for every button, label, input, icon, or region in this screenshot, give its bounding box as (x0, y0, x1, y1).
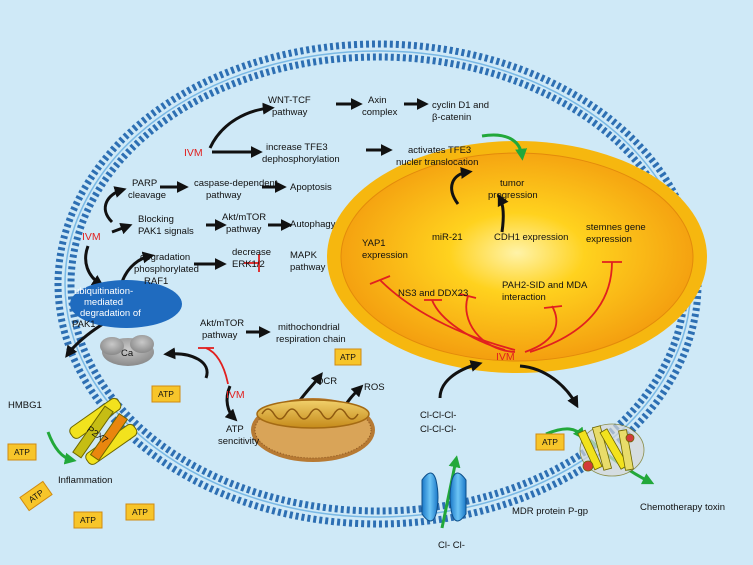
autophagy-label: Autophagy (290, 219, 336, 230)
atp-box-4 (19, 480, 53, 512)
ivm-nucleus-label: IVM (496, 351, 515, 363)
inflammation-label: Inflammation (58, 475, 112, 486)
ros-label: ROS (364, 382, 385, 393)
atp-label-5: ATP (80, 515, 96, 525)
atp-label-7: ATP (542, 437, 558, 447)
ivm-top-label: IVM (184, 147, 203, 159)
atp-box-2 (151, 385, 181, 403)
cl-bottom-label: Cl- Cl- (438, 540, 465, 551)
mir21-label: miR-21 (432, 232, 463, 243)
cl-group-label: Cl-Cl-Cl-Cl-Cl-Cl- (420, 410, 456, 435)
ns3-label: NS3 and DDX23 (398, 288, 468, 299)
cdh1-label: CDH1 expression (494, 232, 568, 243)
hmbg1-label: HMBG1 (8, 400, 42, 411)
atp-label-6: ATP (132, 507, 148, 517)
atp-box-6 (125, 503, 155, 521)
atp-box-7 (535, 433, 565, 451)
chloride-channel (421, 472, 467, 522)
ocr-label: OCR (316, 376, 337, 387)
atp-label-2: ATP (158, 389, 174, 399)
ca-label: Ca (121, 348, 134, 359)
atp-box-1 (334, 348, 362, 366)
apoptosis-label: Apoptosis (290, 182, 332, 193)
mdr-label: MDR protein P-gp (512, 506, 588, 517)
atp-box-3 (7, 443, 37, 461)
atp-label-3: ATP (14, 447, 30, 457)
nucleus (327, 141, 707, 373)
mitochondrion (251, 398, 375, 462)
calcium-cloud (100, 335, 154, 366)
p2x7-receptor (69, 397, 138, 465)
atp-box-5 (73, 511, 103, 529)
ivm-mid-label: IVM (226, 389, 245, 401)
inhibition-lines (198, 254, 622, 385)
ivm-left-label: IVM (82, 231, 101, 243)
atp-label-1: ATP (340, 352, 356, 362)
activation-arrows (65, 98, 579, 422)
chemo-label: Chemotherapy toxin (640, 502, 725, 513)
pgp-transporter (577, 423, 645, 477)
atp-boxes: ATP ATP ATP ATP ATP ATP ATP (7, 348, 565, 529)
ubiquitination-ellipse (70, 280, 182, 328)
